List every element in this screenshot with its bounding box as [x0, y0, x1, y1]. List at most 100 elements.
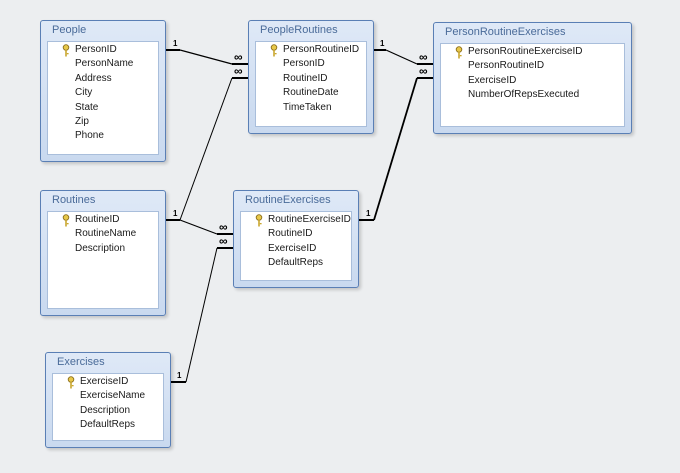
field-row[interactable]: PersonRoutineID [256, 43, 366, 57]
field-name: PersonName [75, 58, 134, 70]
table-title[interactable]: Exercises [57, 356, 105, 368]
relationship-line[interactable] [185, 247, 218, 383]
field-list[interactable]: RoutineExerciseID RoutineID ExerciseID D… [240, 211, 352, 281]
table-title[interactable]: Routines [52, 194, 96, 206]
relationship-routines-to-peopleroutines[interactable]: ∞ [166, 64, 248, 221]
field-row[interactable]: ExerciseID [53, 375, 163, 389]
table-personroutineexercises[interactable]: PersonRoutineExercises PersonRoutineExer… [433, 22, 632, 134]
many-label: ∞ [419, 64, 428, 78]
field-row[interactable]: City [48, 86, 158, 100]
relationship-routineexercises-to-personroutineexercises[interactable]: 1 ∞ [359, 64, 433, 221]
field-row[interactable]: Address [48, 72, 158, 86]
table-routines[interactable]: Routines RoutineID RoutineName Descripti… [40, 190, 166, 316]
field-row[interactable]: DefaultReps [241, 256, 351, 270]
one-label: 1 [173, 39, 178, 48]
field-name: PersonRoutineID [283, 44, 360, 55]
field-name: DefaultReps [268, 257, 324, 269]
table-routineexercises[interactable]: RoutineExercises RoutineExerciseID Routi… [233, 190, 359, 288]
table-title[interactable]: PeopleRoutines [260, 24, 338, 36]
field-name: RoutineExerciseID [268, 214, 351, 225]
table-exercises[interactable]: Exercises ExerciseID ExerciseName Descri… [45, 352, 171, 448]
field-row[interactable]: ExerciseID [441, 74, 624, 88]
field-row[interactable]: RoutineID [48, 213, 158, 227]
key-icon [270, 44, 278, 57]
field-row[interactable]: PersonID [48, 43, 158, 57]
key-icon [62, 44, 70, 57]
field-row[interactable]: ExerciseName [53, 389, 163, 403]
field-row[interactable]: ExerciseID [241, 242, 351, 256]
table-title[interactable]: People [52, 24, 87, 36]
many-label: ∞ [419, 50, 428, 64]
key-icon [255, 214, 263, 227]
many-label: ∞ [219, 220, 228, 234]
one-label: 1 [380, 39, 385, 48]
many-label: ∞ [219, 234, 228, 248]
field-name: PersonRoutineExerciseID [468, 46, 583, 57]
field-row[interactable]: RoutineID [256, 72, 366, 86]
field-name: PersonID [75, 44, 117, 55]
one-label: 1 [366, 209, 371, 218]
field-row[interactable]: Zip [48, 115, 158, 129]
field-row[interactable]: TimeTaken [256, 101, 366, 115]
relationship-line[interactable] [385, 49, 418, 65]
relationship-line[interactable] [179, 49, 233, 65]
one-label: 1 [177, 371, 182, 380]
field-list[interactable]: PersonID PersonName Address City State Z… [47, 41, 159, 155]
field-name: Description [80, 404, 131, 416]
field-row[interactable]: Phone [48, 129, 158, 143]
field-row[interactable]: PersonName [48, 57, 158, 71]
field-name: ExerciseName [80, 390, 146, 402]
field-name: RoutineID [268, 228, 313, 240]
field-row[interactable]: RoutineName [48, 227, 158, 241]
field-name: ExerciseID [80, 376, 129, 387]
field-name: Phone [75, 130, 104, 142]
field-name: Description [75, 242, 126, 254]
field-list[interactable]: PersonRoutineExerciseID PersonRoutineID … [440, 43, 625, 127]
field-list[interactable]: PersonRoutineID PersonID RoutineID Routi… [255, 41, 367, 127]
relationship-line[interactable] [373, 77, 418, 221]
field-row[interactable]: PersonID [256, 57, 366, 71]
field-name: State [75, 101, 99, 113]
relationship-exercises-to-routineexercises[interactable]: 1 ∞ [171, 234, 233, 383]
field-row[interactable]: PersonRoutineID [441, 59, 624, 73]
table-people[interactable]: People PersonID PersonName Address City … [40, 20, 166, 162]
field-name: PersonRoutineID [468, 60, 545, 72]
relationship-people-to-peopleroutines[interactable]: 1 ∞ [166, 39, 248, 65]
relationship-line[interactable] [179, 219, 218, 235]
key-icon [62, 214, 70, 227]
field-name: TimeTaken [283, 101, 332, 113]
field-name: RoutineName [75, 228, 137, 240]
key-icon [67, 376, 75, 389]
field-name: ExerciseID [268, 242, 317, 254]
table-peopleroutines[interactable]: PeopleRoutines PersonRoutineID PersonID … [248, 20, 374, 134]
field-name: Address [75, 72, 112, 84]
field-list[interactable]: RoutineID RoutineName Description [47, 211, 159, 309]
field-row[interactable]: PersonRoutineExerciseID [441, 45, 624, 59]
many-label: ∞ [234, 50, 243, 64]
field-name: RoutineDate [283, 87, 339, 99]
key-icon [455, 46, 463, 59]
table-title[interactable]: PersonRoutineExercises [445, 26, 566, 38]
field-name: City [75, 87, 93, 99]
table-title[interactable]: RoutineExercises [245, 194, 331, 206]
relationship-line[interactable] [179, 77, 233, 221]
field-row[interactable]: RoutineDate [256, 86, 366, 100]
field-name: DefaultReps [80, 419, 136, 431]
field-row[interactable]: Description [48, 242, 158, 256]
field-name: NumberOfRepsExecuted [468, 89, 580, 101]
field-list[interactable]: ExerciseID ExerciseName Description Defa… [52, 373, 164, 441]
field-name: Zip [75, 115, 89, 127]
relationship-routines-to-routineexercises[interactable]: 1 ∞ [173, 209, 233, 235]
field-row[interactable]: State [48, 101, 158, 115]
field-name: RoutineID [283, 72, 328, 84]
relationship-peopleroutines-to-personroutineexercises[interactable]: 1 ∞ [374, 39, 433, 65]
field-row[interactable]: Description [53, 404, 163, 418]
many-label: ∞ [234, 64, 243, 78]
field-row[interactable]: DefaultReps [53, 418, 163, 432]
field-row[interactable]: NumberOfRepsExecuted [441, 88, 624, 102]
field-name: ExerciseID [468, 74, 517, 86]
field-row[interactable]: RoutineExerciseID [241, 213, 351, 227]
field-name: PersonID [283, 58, 325, 70]
field-row[interactable]: RoutineID [241, 227, 351, 241]
